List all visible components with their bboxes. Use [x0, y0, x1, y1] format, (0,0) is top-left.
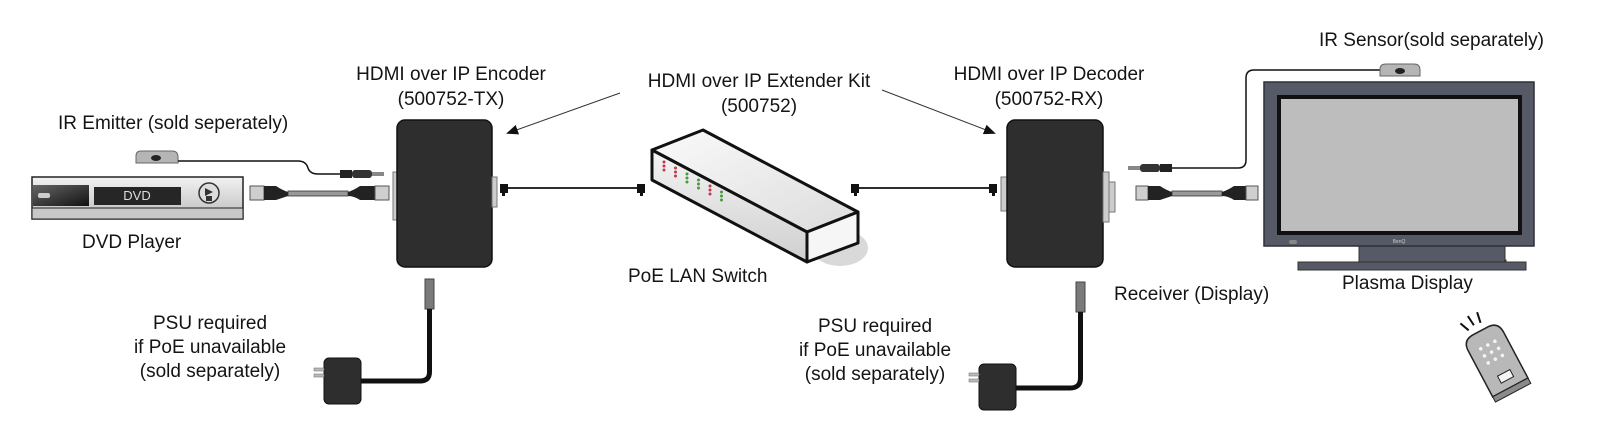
poe-lan-switch	[650, 128, 868, 266]
tv-brand-logo: BenQ	[1393, 239, 1406, 245]
psu-left-line: (sold separately)	[139, 361, 281, 382]
arrow-to-decoder	[881, 89, 996, 135]
switch-led	[685, 180, 689, 184]
switch-led	[708, 184, 712, 188]
hdmi-decoder-device	[968, 119, 1116, 411]
ir-sensor-cable	[1128, 69, 1380, 172]
switch-led	[685, 172, 689, 176]
decoder-label-title: HDMI over IP Decoder	[953, 64, 1145, 85]
switch-led	[674, 166, 677, 170]
ir-emitter-device	[135, 150, 384, 178]
switch-led	[674, 174, 677, 178]
psu-left-line: if PoE unavailable	[133, 337, 287, 358]
ir-emitter-cable	[178, 160, 340, 175]
switch-led	[720, 198, 723, 202]
decoder-power-cable	[1015, 312, 1083, 391]
encoder-label-title: HDMI over IP Encoder	[356, 64, 546, 85]
ir-sensor-label: IR Sensor(sold separately)	[1319, 30, 1544, 51]
encoder-power-cable	[360, 309, 432, 384]
remote-control-icon	[1459, 311, 1532, 403]
plasma-display-label: Plasma Display	[1342, 273, 1473, 294]
hdmi-encoder-device	[313, 119, 498, 405]
receiver-label: Receiver (Display)	[1114, 284, 1270, 305]
psu-right-line: PSU required	[817, 316, 933, 337]
switch-led	[697, 186, 700, 190]
dvd-power-button	[38, 193, 50, 198]
psu-right-line: if PoE unavailable	[798, 340, 952, 361]
lan-cable-decoder	[851, 184, 997, 196]
psu-right-adapter	[978, 363, 1017, 411]
switch-led	[708, 188, 712, 192]
switch-led	[674, 170, 677, 174]
encoder-label-model: (500752-TX)	[397, 89, 505, 110]
switch-led	[720, 190, 723, 194]
switch-status-leds	[662, 160, 723, 202]
kit-label-model: (500752)	[720, 96, 798, 117]
hdmi-cable-display	[1135, 185, 1259, 201]
dvd-player-label: DVD Player	[82, 232, 182, 253]
ir-emitter-label: IR Emitter (sold seperately)	[58, 113, 289, 134]
psu-left-adapter	[323, 357, 362, 405]
switch-led	[662, 168, 666, 172]
plasma-display: BenQ	[1263, 81, 1535, 271]
dvd-display	[94, 187, 181, 205]
dvd-player	[31, 176, 244, 220]
dvd-display-text: DVD	[123, 188, 150, 203]
psu-left-label: PSU required if PoE unavailable (sold se…	[130, 312, 290, 384]
decoder-label-model: (500752-RX)	[994, 89, 1104, 110]
switch-led	[685, 176, 689, 180]
switch-led	[697, 178, 700, 182]
ir-sensor-device	[1379, 63, 1421, 77]
psu-right-line: (sold separately)	[804, 364, 946, 385]
switch-led	[697, 182, 700, 186]
hdmi-cable-source	[249, 185, 390, 201]
kit-label-title: HDMI over IP Extender Kit	[647, 71, 871, 92]
lan-cable-encoder	[500, 184, 645, 196]
switch-led	[662, 160, 666, 164]
arrow-to-encoder	[506, 92, 621, 135]
switch-led	[708, 192, 712, 196]
psu-right-label: PSU required if PoE unavailable (sold se…	[795, 315, 955, 387]
switch-led	[662, 164, 666, 168]
switch-led	[720, 194, 723, 198]
plasma-screen	[1281, 99, 1518, 231]
psu-left-line: PSU required	[152, 313, 268, 334]
switch-label: PoE LAN Switch	[628, 266, 768, 287]
dvd-tray-panel	[33, 185, 89, 206]
